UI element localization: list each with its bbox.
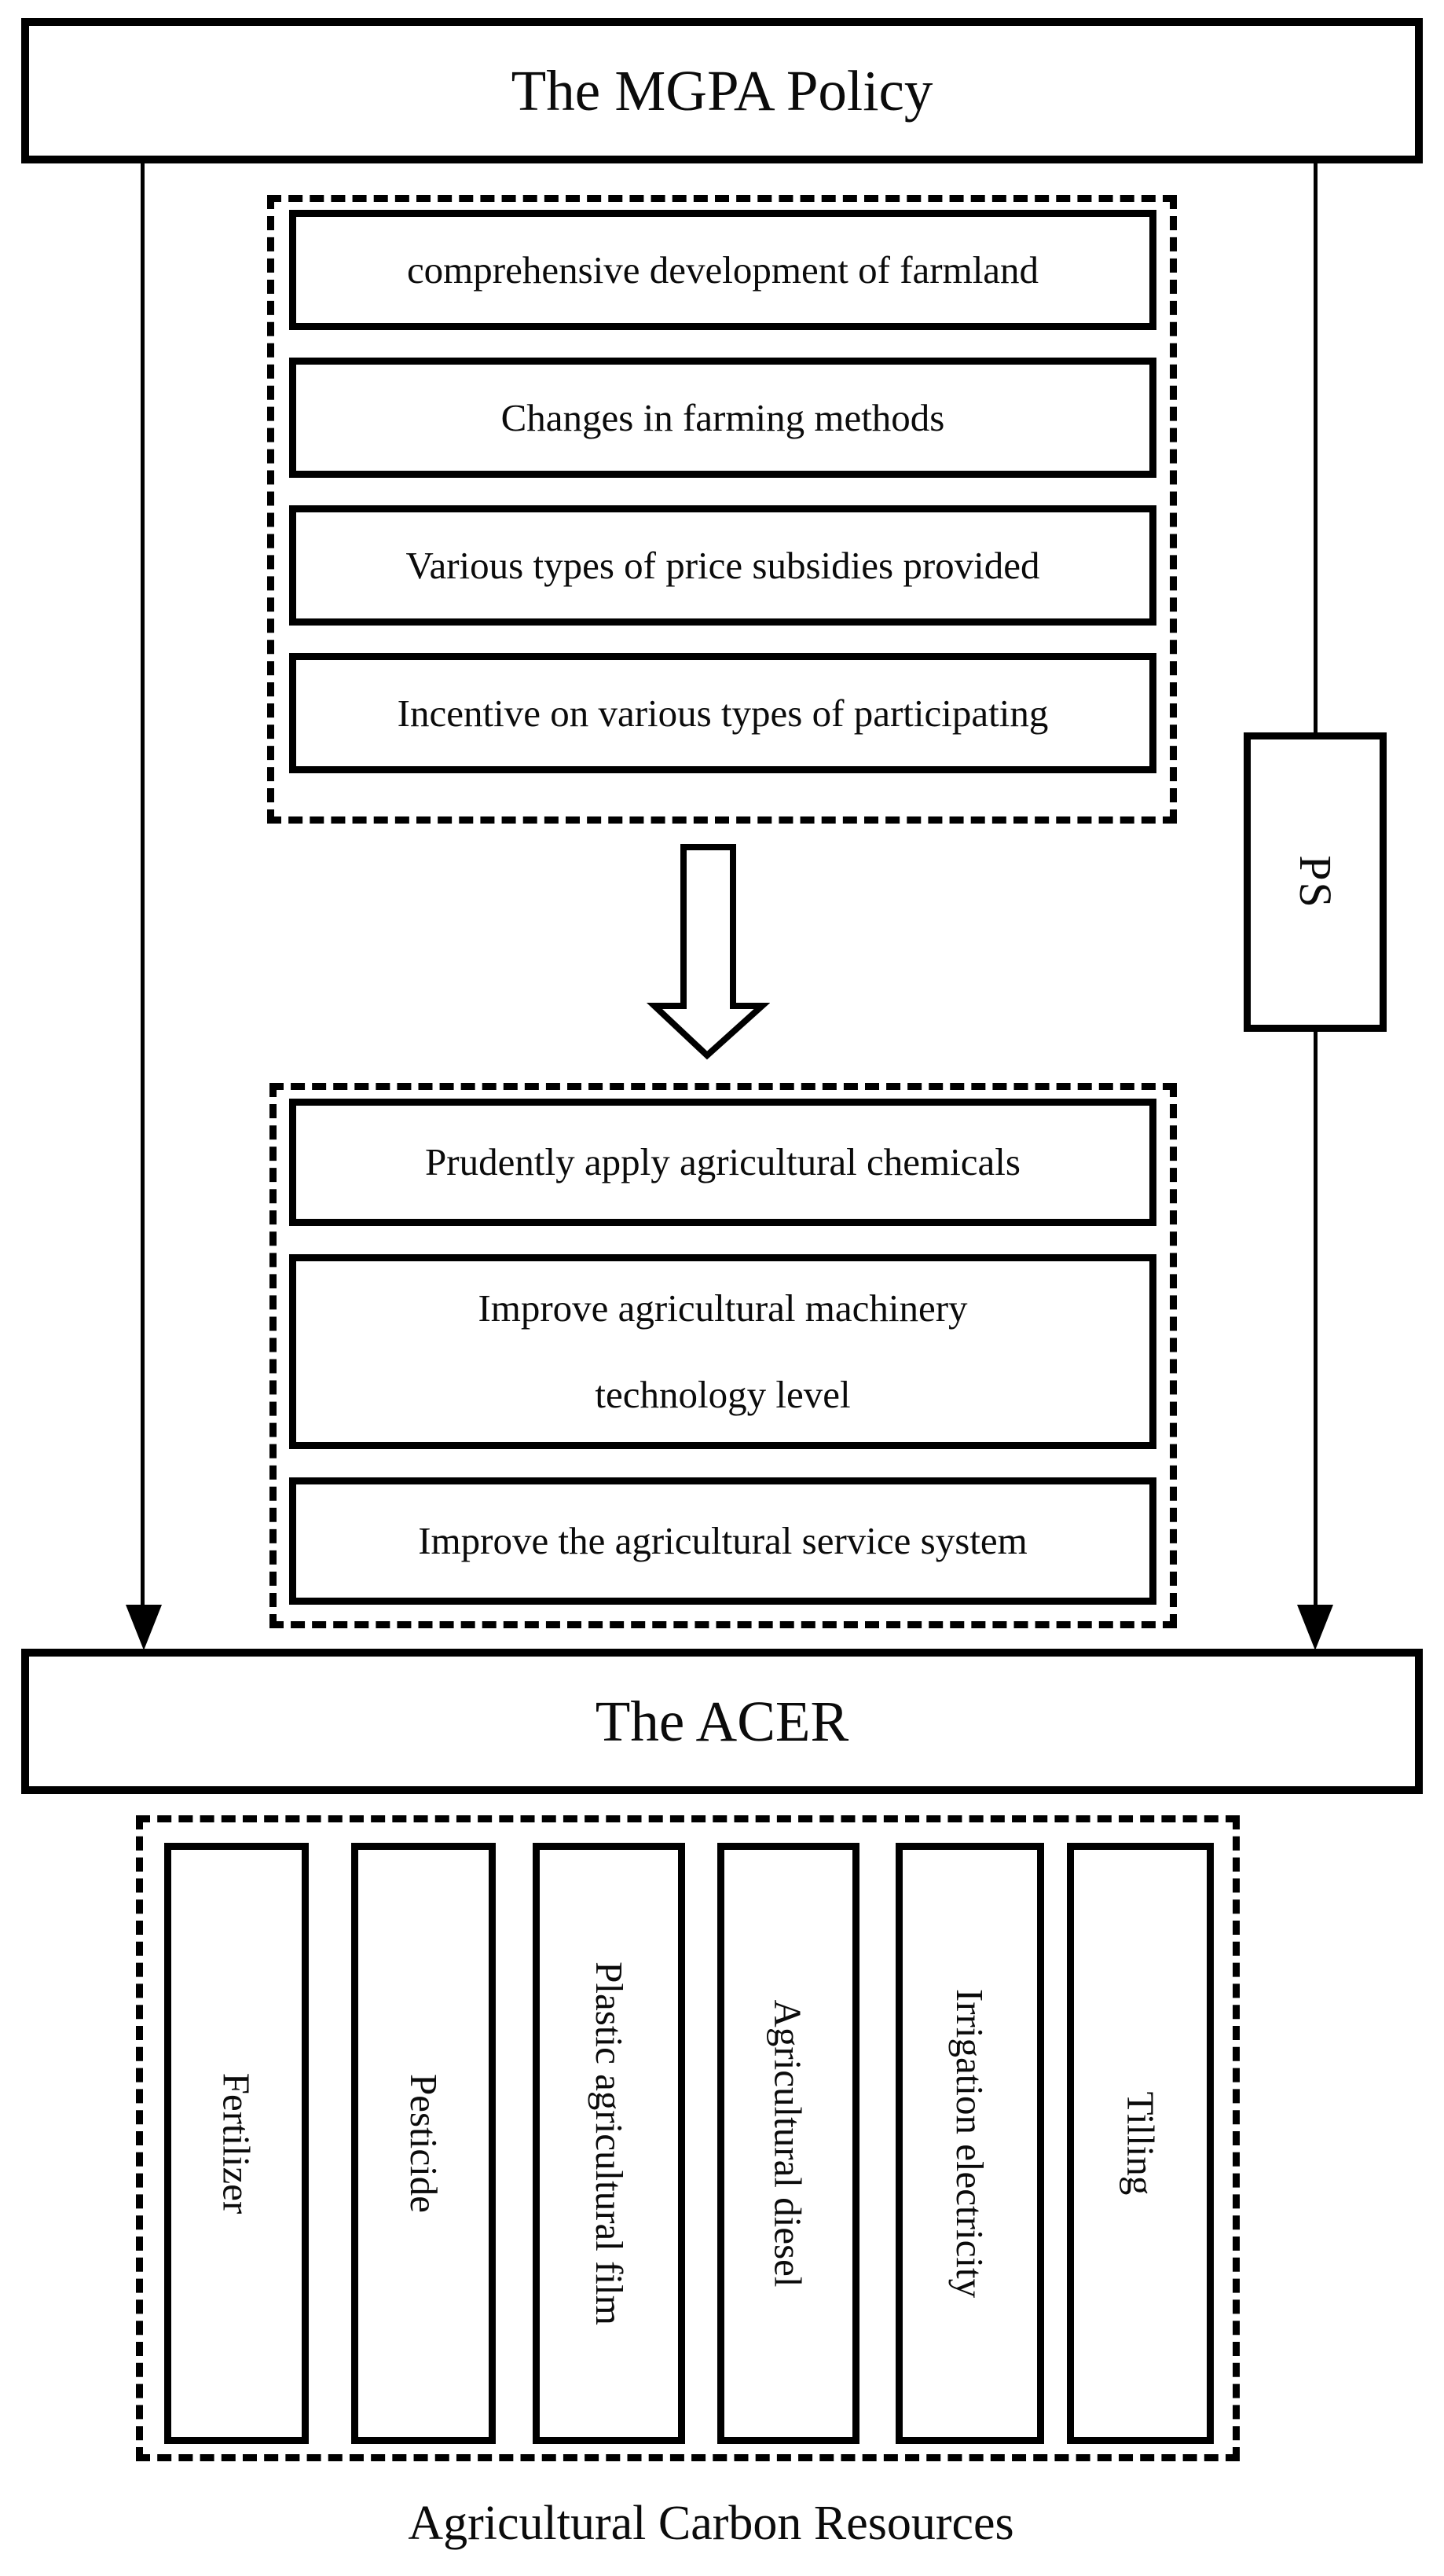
- mgpa-policy-label: The MGPA Policy: [511, 58, 933, 123]
- diagram-caption: Agricultural Carbon Resources: [408, 2497, 1014, 2550]
- ps-box: PS: [1244, 732, 1387, 1032]
- resource-box: Fertilizer: [164, 1843, 309, 2444]
- outcome-measure-box: Prudently apply agricultural chemicals: [289, 1099, 1156, 1226]
- resource-box: Agricultural diesel: [717, 1843, 859, 2444]
- down-arrow-icon: [646, 844, 770, 1060]
- outcome-measures-group: [269, 1083, 1177, 1628]
- left-arrowhead-icon: [126, 1605, 162, 1650]
- acer-label: The ACER: [595, 1689, 849, 1753]
- left-connector-line: [141, 161, 145, 1605]
- policy-measures-group: [267, 195, 1177, 824]
- right-connector-line-upper: [1314, 161, 1318, 732]
- outcome-measure-box: Improve the agricultural service system: [289, 1477, 1156, 1605]
- resource-box: Plastic agricultural film: [533, 1843, 685, 2444]
- ps-label: PS: [1289, 855, 1341, 909]
- outcome-measure-label: Improve agricultural machinery technolog…: [478, 1286, 968, 1416]
- resource-label: Plastic agricultural film: [587, 1961, 631, 2325]
- policy-measure-label: Various types of price subsidies provide…: [405, 543, 1040, 587]
- policy-measure-box: Incentive on various types of participat…: [289, 653, 1156, 773]
- policy-measure-label: Changes in farming methods: [500, 395, 945, 439]
- policy-measure-box: Various types of price subsidies provide…: [289, 505, 1156, 626]
- resource-label: Tilling: [1118, 2091, 1162, 2196]
- resource-label: Pesticide: [401, 2074, 445, 2213]
- resource-label: Irrigation electricity: [948, 1988, 991, 2299]
- policy-measure-label: Incentive on various types of participat…: [397, 691, 1049, 735]
- policy-measure-box: comprehensive development of farmland: [289, 210, 1156, 330]
- resource-label: Agricultural diesel: [767, 1999, 810, 2288]
- resource-box: Pesticide: [351, 1843, 496, 2444]
- policy-measure-label: comprehensive development of farmland: [406, 248, 1039, 292]
- resource-label: Fertilizer: [214, 2072, 258, 2215]
- policy-measure-box: Changes in farming methods: [289, 358, 1156, 478]
- resource-box: Irrigation electricity: [896, 1843, 1044, 2444]
- right-arrowhead-icon: [1297, 1605, 1333, 1650]
- outcome-measure-label: Prudently apply agricultural chemicals: [425, 1140, 1021, 1184]
- right-connector-line-lower: [1314, 1032, 1318, 1605]
- acer-box: The ACER: [21, 1649, 1423, 1794]
- outcome-measure-box: Improve agricultural machinery technolog…: [289, 1254, 1156, 1449]
- resource-box: Tilling: [1067, 1843, 1214, 2444]
- outcome-measure-label: Improve the agricultural service system: [418, 1519, 1028, 1563]
- carbon-resources-group: [136, 1815, 1240, 2461]
- mgpa-policy-box: The MGPA Policy: [21, 18, 1423, 163]
